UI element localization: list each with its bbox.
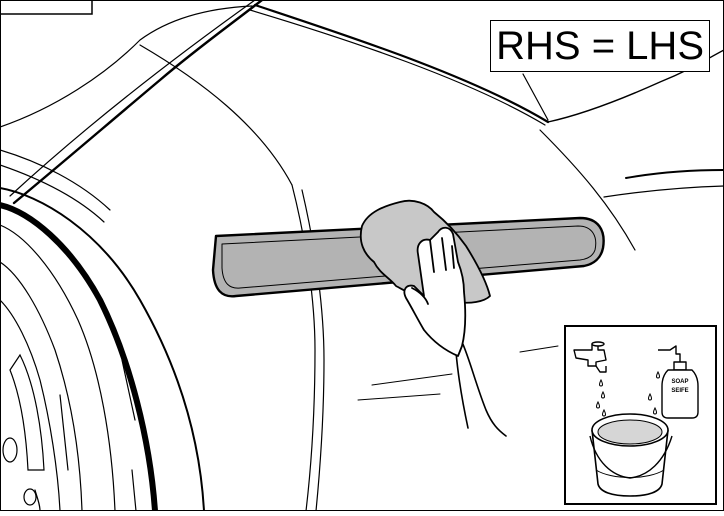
- header-cell: [0, 0, 92, 14]
- washing-inset: SOAP SEIFE: [565, 326, 716, 504]
- wheel-arch: [0, 188, 204, 511]
- soap-label-line2: SEIFE: [671, 388, 688, 394]
- bucket-icon: [590, 414, 672, 496]
- soap-label-line1: SOAP: [671, 379, 688, 385]
- side-note: RHS = LHS: [490, 20, 710, 72]
